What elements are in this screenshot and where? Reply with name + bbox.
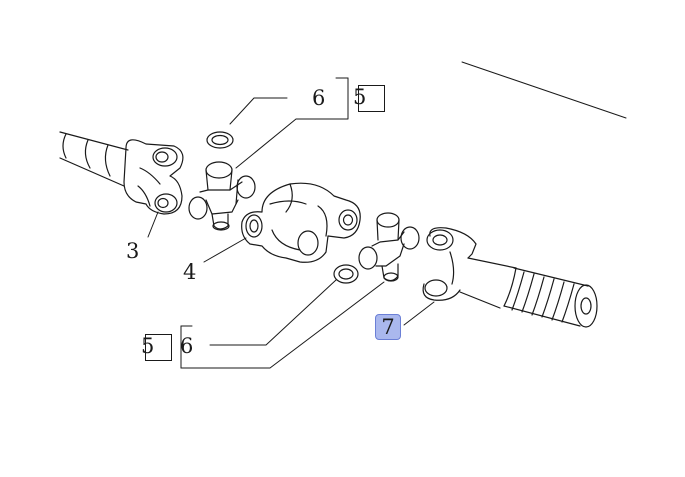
callout-6-bottom: 6 [180, 334, 194, 358]
splined-shaft-end [503, 267, 598, 328]
callout-7-highlighted[interactable]: 7 [375, 314, 401, 340]
top-snap-ring [206, 131, 234, 149]
left-yoke [123, 139, 184, 215]
callout-4: 4 [183, 260, 197, 284]
callout-6-top: 6 [312, 86, 326, 110]
bottom-snap-ring [333, 264, 359, 284]
left-shaft [59, 131, 129, 187]
callout-5-top: 5 [353, 85, 367, 109]
callout-5-bottom: 5 [141, 334, 155, 358]
reference-box-5-bottom [145, 334, 172, 361]
background-edge-line [461, 61, 627, 119]
center-flange-yoke [241, 182, 361, 263]
right-shaft-yoke [422, 227, 517, 309]
bottom-spider-cross [358, 212, 420, 282]
top-spider-cross [188, 161, 256, 231]
reference-box-5-top [358, 85, 385, 112]
leader-lines [147, 77, 435, 369]
callout-3: 3 [126, 239, 140, 263]
